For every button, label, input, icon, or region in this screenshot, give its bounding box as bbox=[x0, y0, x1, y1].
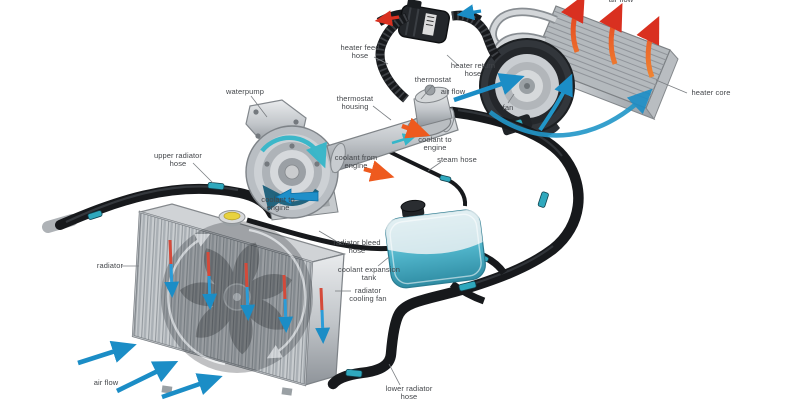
label-heater-return-hose: heater return hose bbox=[450, 61, 496, 79]
label-coolant-to-engine-upper: coolant to engine bbox=[418, 135, 452, 153]
cool-airflow-arrow bbox=[538, 73, 573, 132]
heater-core bbox=[530, 5, 679, 121]
label-fan: fan bbox=[502, 103, 514, 112]
hose-clamps bbox=[87, 174, 549, 378]
label-air-flow-top: air flow bbox=[609, 0, 634, 4]
label-coolant-to-engine-lower: coolant to engine bbox=[261, 195, 295, 213]
label-thermostat-housing: thermostat housing bbox=[336, 94, 374, 112]
coolant-to-engine-blue-arrow bbox=[275, 188, 319, 205]
label-thermostat: thermostat bbox=[414, 75, 452, 84]
label-radiator-bleed-hose: radiator bleed hose bbox=[333, 238, 381, 256]
intake-airflow-arrow bbox=[115, 360, 179, 394]
coolant-from-engine-arrow bbox=[363, 160, 395, 182]
heater-return-hose bbox=[451, 11, 502, 62]
cool-airflow-arrow bbox=[488, 88, 653, 138]
label-steam-hose: steam hose bbox=[437, 155, 477, 164]
valve-cool-arrow bbox=[456, 4, 482, 21]
tank-hose-lower bbox=[449, 281, 486, 305]
label-lower-radiator-hose: lower radiator hose bbox=[385, 384, 433, 400]
radiator-coolant-arrows bbox=[164, 239, 331, 344]
label-radiator: radiator bbox=[96, 261, 124, 270]
hot-airflow-arrow bbox=[636, 15, 660, 78]
intake-airflow-arrow bbox=[161, 373, 223, 400]
radiator-cooling-fan bbox=[161, 221, 313, 373]
label-coolant-from-engine: coolant from engine bbox=[334, 153, 378, 171]
label-radiator-cooling-fan: radiator cooling fan bbox=[349, 286, 387, 304]
coolant-expansion-tank bbox=[385, 209, 486, 289]
valve-hot-arrow bbox=[374, 10, 400, 27]
hoses bbox=[42, 11, 584, 390]
label-waterpump: waterpump bbox=[225, 87, 265, 96]
label-coolant-expansion-tank: coolant expansion tank bbox=[337, 265, 401, 283]
label-air-flow-heater: air flow bbox=[440, 87, 466, 96]
heater-fan bbox=[479, 38, 575, 138]
leader-lines bbox=[122, 54, 688, 386]
label-heater-feed-hose: heater feed hose bbox=[340, 43, 380, 61]
hot-airflow-arrow bbox=[599, 3, 623, 65]
label-air-flow-intake: air flow bbox=[93, 378, 119, 387]
hot-airflow-arrow bbox=[560, 0, 585, 53]
radiator-cap bbox=[218, 210, 246, 227]
tank-cap bbox=[400, 199, 426, 218]
fan-airflow-arrow bbox=[453, 73, 525, 103]
label-upper-radiator-hose: upper radiator hose bbox=[153, 151, 203, 169]
label-heater-core: heater core bbox=[691, 88, 731, 97]
radiator bbox=[131, 203, 347, 396]
intake-airflow-arrow bbox=[77, 340, 137, 366]
coolant-to-engine-arrow bbox=[401, 117, 431, 139]
flow-arrows bbox=[77, 0, 660, 400]
